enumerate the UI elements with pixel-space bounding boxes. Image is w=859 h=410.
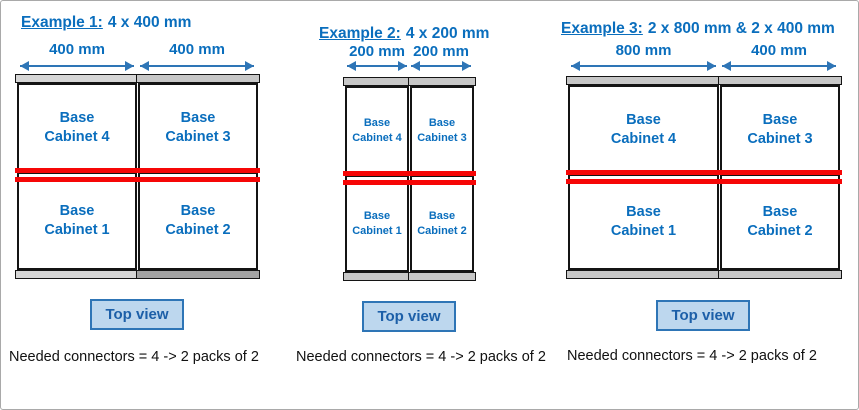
cabinet-block: Base Cabinet 4 Base Cabinet 1 Base Cabin… (343, 77, 476, 281)
cabinet-block: Base Cabinet 4 Base Cabinet 1 Base Cabin… (566, 76, 842, 279)
example-1: Example 1:4 x 400 mm 400 mm 400 mm Base … (1, 1, 291, 409)
dimension-arrow (140, 61, 254, 71)
cabinet-edge-bar (15, 74, 139, 83)
cabinet-edge-bar (566, 270, 721, 279)
example-2-title-spec: 4 x 200 mm (405, 25, 490, 42)
cabinet-edge-bar (343, 272, 411, 281)
example-2-title: Example 2:4 x 200 mm (319, 25, 489, 43)
cabinet-top-right: Base Cabinet 3 (720, 85, 840, 174)
cabinet-edge-bar (408, 77, 476, 86)
cabinet-block: Base Cabinet 4 Base Cabinet 1 Base Cabin… (15, 74, 260, 279)
cabinet-edge-bar (718, 270, 842, 279)
connectors-note: Needed connectors = 4 -> 2 packs of 2 (9, 349, 259, 365)
cabinet-bottom-left: Base Cabinet 1 (17, 172, 137, 270)
dimension-label: 800 mm (615, 42, 672, 59)
example-1-title-spec: 4 x 400 mm (107, 14, 192, 31)
cabinet-edge-bar (136, 74, 260, 83)
cabinet-edge-bar (15, 270, 139, 279)
top-view-button[interactable]: Top view (656, 300, 750, 331)
cabinet-edge-bar (718, 76, 842, 85)
dimension-label: 400 mm (751, 42, 807, 59)
example-1-title-label: Example 1: (21, 14, 103, 31)
example-1-title: Example 1:4 x 400 mm (21, 14, 191, 32)
cabinet-column-left: Base Cabinet 4 Base Cabinet 1 (566, 76, 721, 279)
dimension-label: 400 mm (49, 41, 105, 58)
dimension-arrow (411, 61, 471, 71)
connector-line (343, 171, 476, 176)
cabinet-bottom-right: Base Cabinet 2 (410, 175, 474, 272)
cabinet-edge-bar (566, 76, 721, 85)
cabinet-column-right: Base Cabinet 3 Base Cabinet 2 (408, 77, 476, 281)
example-2: Example 2:4 x 200 mm 200 mm 200 mm Base … (291, 1, 546, 409)
cabinet-top-right: Base Cabinet 3 (138, 83, 258, 172)
cabinet-column-right: Base Cabinet 3 Base Cabinet 2 (136, 74, 260, 279)
connector-line (343, 180, 476, 185)
cabinet-bottom-right: Base Cabinet 2 (138, 172, 258, 270)
example-3-title-label: Example 3: (561, 20, 643, 37)
cabinet-top-right: Base Cabinet 3 (410, 86, 474, 175)
connector-line (15, 177, 260, 182)
cabinet-bottom-right: Base Cabinet 2 (720, 174, 840, 270)
connector-line (566, 170, 842, 175)
dimension-arrow (20, 61, 134, 71)
connectors-note: Needed connectors = 4 -> 2 packs of 2 (296, 349, 546, 365)
connectors-note: Needed connectors = 4 -> 2 packs of 2 (567, 348, 817, 364)
connector-line (15, 168, 260, 173)
dimension-label: 200 mm (413, 43, 469, 60)
dimension-label: 400 mm (169, 41, 225, 58)
example-3: Example 3:2 x 800 mm & 2 x 400 mm 800 mm… (546, 1, 858, 409)
dimension-arrow (347, 61, 407, 71)
cabinet-column-left: Base Cabinet 4 Base Cabinet 1 (343, 77, 411, 281)
cabinet-top-left: Base Cabinet 4 (345, 86, 409, 175)
dimension-arrow (722, 61, 836, 71)
cabinet-edge-bar (136, 270, 260, 279)
example-3-title: Example 3:2 x 800 mm & 2 x 400 mm (561, 20, 835, 38)
top-view-button[interactable]: Top view (90, 299, 184, 330)
cabinet-column-right: Base Cabinet 3 Base Cabinet 2 (718, 76, 842, 279)
cabinet-top-left: Base Cabinet 4 (568, 85, 719, 174)
top-view-button[interactable]: Top view (362, 301, 456, 332)
dimension-label: 200 mm (349, 43, 405, 60)
cabinet-edge-bar (343, 77, 411, 86)
connector-line (566, 179, 842, 184)
cabinet-bottom-left: Base Cabinet 1 (568, 174, 719, 270)
cabinet-edge-bar (408, 272, 476, 281)
cabinet-top-left: Base Cabinet 4 (17, 83, 137, 172)
cabinet-bottom-left: Base Cabinet 1 (345, 175, 409, 272)
cabinet-column-left: Base Cabinet 4 Base Cabinet 1 (15, 74, 139, 279)
dimension-arrow (571, 61, 716, 71)
example-3-title-spec: 2 x 800 mm & 2 x 400 mm (647, 20, 835, 37)
example-2-title-label: Example 2: (319, 25, 401, 42)
